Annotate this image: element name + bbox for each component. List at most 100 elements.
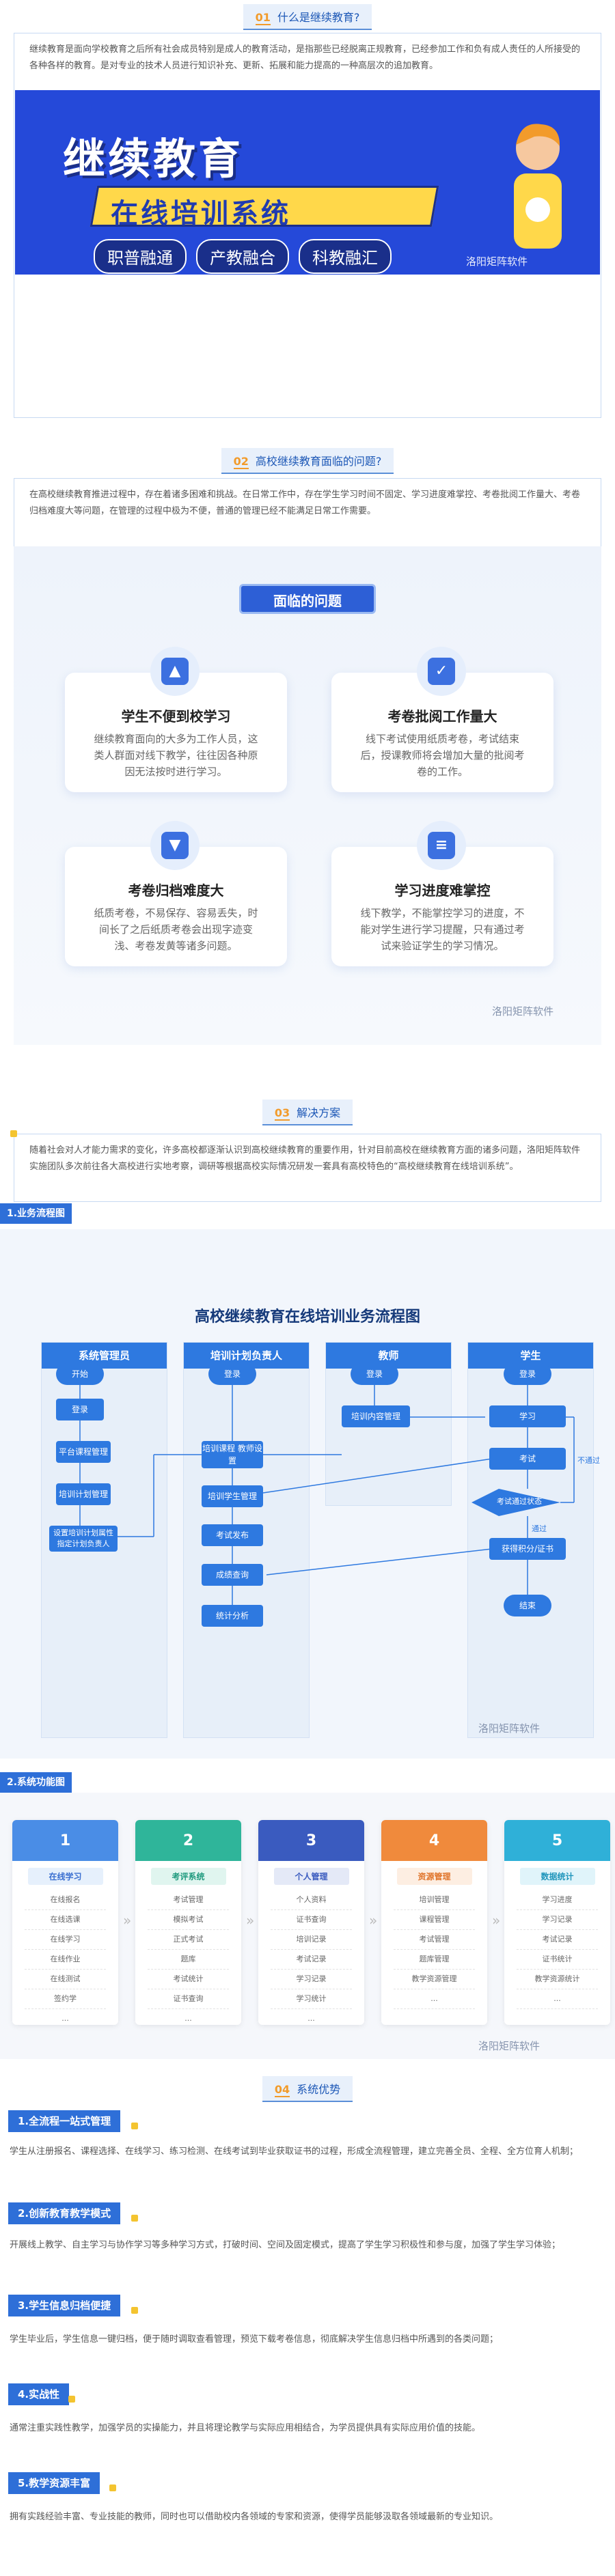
advantage-title: 2.创新教育教学模式 — [8, 2202, 121, 2224]
check-doc-icon: ✓ — [417, 647, 466, 696]
module-item: 考试记录 — [271, 1950, 352, 1970]
module-item: ... — [517, 1989, 598, 2009]
module-number: 1 — [12, 1820, 118, 1861]
corner-decoration — [10, 1130, 17, 1137]
module-item: 考试管理 — [148, 1890, 229, 1910]
module-title: 数据统计 — [519, 1868, 595, 1885]
flow-node: 平台课程管理 — [56, 1441, 111, 1463]
flow-node: 考试发布 — [202, 1524, 263, 1546]
function-module: 2 考评系统 考试管理模拟考试正式考试题库考试统计证书查询... — [135, 1820, 241, 2025]
lane-header: 培训计划负责人 — [184, 1343, 309, 1369]
module-item: 证书查询 — [148, 1989, 229, 2009]
flow-node: 登录 — [504, 1363, 551, 1385]
function-module: 4 资源管理 培训管理课程管理考试管理题库管理教学资源管理... — [381, 1820, 487, 2025]
problem-card-title: 学习进度难掌控 — [394, 882, 491, 899]
module-item: 在线测试 — [25, 1970, 106, 1989]
progress-icon: ≡ — [417, 821, 466, 870]
advantage-text: 学生毕业后，学生信息一键归档，便于随时调取查看管理，预览下载考卷信息，彻底解决学… — [10, 2334, 499, 2344]
module-item: 在线选课 — [25, 1910, 106, 1930]
problem-card-text: 继续教育面向的大多为工作人员，这类人群面对线下教学，往往因各种原因无法按时进行学… — [94, 733, 258, 778]
module-item: 个人资料 — [271, 1890, 352, 1910]
flow-node: 学习 — [489, 1405, 566, 1427]
corner-decoration — [68, 2396, 75, 2403]
edge-label: 通过 — [532, 1524, 547, 1533]
corner-decoration — [131, 2215, 138, 2222]
module-item: 签约学 — [25, 1989, 106, 2009]
module-item: ... — [25, 2009, 106, 2025]
module-item: 考试记录 — [517, 1930, 598, 1950]
module-title: 个人管理 — [273, 1868, 349, 1885]
flow-node: 登录 — [351, 1363, 398, 1385]
chevron-right-icon: » — [246, 1912, 255, 1929]
advantage-title: 4.实战性 — [8, 2383, 70, 2405]
chevron-right-icon: » — [369, 1912, 378, 1929]
module-title: 资源管理 — [396, 1868, 472, 1885]
banner-tag: 科教融汇 — [299, 239, 392, 274]
module-item: 培训管理 — [394, 1890, 475, 1910]
corner-decoration — [131, 2307, 138, 2314]
flow-node: 获得积分/证书 — [489, 1538, 566, 1560]
module-title: 考评系统 — [150, 1868, 226, 1885]
module-number: 2 — [135, 1820, 241, 1861]
module-item: ... — [394, 1989, 475, 2009]
module-item: 考试管理 — [394, 1930, 475, 1950]
function-module: 1 在线学习 在线报名在线选课在线学习在线作业在线测试签约学... — [12, 1820, 118, 2025]
watermark: 洛阳矩阵软件 — [478, 1722, 541, 1735]
problem-card: ✓ 考卷批阅工作量大 线下考试使用纸质考卷，考试结束后，授课教师将会增加大量的批… — [331, 647, 554, 792]
module-item: 证书统计 — [517, 1950, 598, 1970]
problem-card: ▲ 学生不便到校学习 继续教育面向的大多为工作人员，这类人群面对线下教学，往往因… — [65, 647, 287, 792]
flow-node: 登录 — [56, 1399, 104, 1420]
module-item: ... — [148, 2009, 229, 2025]
function-module: 5 数据统计 学习进度学习记录考试记录证书统计教学资源统计... — [504, 1820, 610, 2025]
banner-subtitle: 在线培训系统 — [111, 198, 291, 229]
module-title: 在线学习 — [27, 1868, 103, 1885]
module-number: 4 — [381, 1820, 487, 1861]
module-item: 学习进度 — [517, 1890, 598, 1910]
flow-node: 成绩查询 — [202, 1564, 263, 1586]
problem-card-title: 考卷批阅工作量大 — [387, 708, 497, 725]
problems-header: 面临的问题 — [239, 584, 376, 614]
module-item: 在线学习 — [25, 1930, 106, 1950]
problem-card-text: 纸质考卷，不易保存、容易丢失，时间长了之后纸质考卷会出现字迹变浅、考卷发黄等诸多… — [94, 907, 258, 952]
function-module: 3 个人管理 个人资料证书查询培训记录考试记录学习记录学习统计... — [258, 1820, 364, 2025]
problem-card-text: 线下考试使用纸质考卷，考试结束后，授课教师将会增加大量的批阅考卷的工作。 — [360, 733, 525, 778]
module-item: 题库管理 — [394, 1950, 475, 1970]
banner-image: 继续教育 在线培训系统 职普融通 产教融合 科教融汇 洛阳矩阵软件 — [15, 90, 600, 275]
flow-node: 培训课程 教师设置 — [202, 1441, 263, 1468]
problem-card-title: 考卷归档难度大 — [128, 882, 224, 899]
archive-icon: ▼ — [150, 821, 200, 870]
solution-frame: 随着社会对人才能力需求的变化，许多高校都逐渐认识到高校继续教育的重要作用，针对目… — [14, 1134, 601, 1202]
solution-text: 随着社会对人才能力需求的变化，许多高校都逐渐认识到高校继续教育的重要作用，针对目… — [29, 1145, 581, 1172]
problem-card-text: 线下教学，不能掌控学习的进度，不能对学生进行学习提醒，只有通过考试来验证学生的学… — [360, 907, 525, 952]
module-item: 考试统计 — [148, 1970, 229, 1989]
problem-card: ▼ 考卷归档难度大 纸质考卷，不易保存、容易丢失，时间长了之后纸质考卷会出现字迹… — [65, 821, 287, 966]
module-number: 3 — [258, 1820, 364, 1861]
advantage-title: 1.全流程一站式管理 — [8, 2110, 121, 2132]
advantage-text: 开展线上教学、自主学习与协作学习等多种学习方式，打破时间、空间及固定模式，提高了… — [10, 2240, 561, 2250]
module-item: 教学资源管理 — [394, 1970, 475, 1989]
advantage-text: 学生从注册报名、课程选择、在线学习、练习检测、在线考试到毕业获取证书的过程，形成… — [10, 2146, 579, 2157]
advantage-title: 3.学生信息归档便捷 — [8, 2295, 121, 2316]
flow-node-start: 开始 — [56, 1363, 104, 1385]
chevron-right-icon: » — [123, 1912, 132, 1929]
problem-text: 在高校继续教育推进过程中，存在着诸多困难和挑战。在日常工作中，存在学生学习时间不… — [29, 490, 581, 516]
module-item: 模拟考试 — [148, 1910, 229, 1930]
corner-decoration — [109, 2484, 116, 2491]
intro-text: 继续教育是面向学校教育之后所有社会成员特别是成人的教育活动，是指那些已经脱离正规… — [29, 44, 581, 71]
functions-label: 2.系统功能图 — [0, 1772, 72, 1793]
problem-card: ≡ 学习进度难掌控 线下教学，不能掌控学习的进度，不能对学生进行学习提醒，只有通… — [331, 821, 554, 966]
module-item: ... — [271, 2009, 352, 2025]
chevron-right-icon: » — [492, 1912, 501, 1929]
module-item: 在线作业 — [25, 1950, 106, 1970]
module-item: 培训记录 — [271, 1930, 352, 1950]
banner-tag: 产教融合 — [196, 239, 289, 274]
person-illustration-icon — [514, 124, 562, 249]
watermark: 洛阳矩阵软件 — [466, 255, 528, 268]
school-icon: ▲ — [150, 647, 200, 696]
flow-node: 统计分析 — [202, 1605, 263, 1627]
